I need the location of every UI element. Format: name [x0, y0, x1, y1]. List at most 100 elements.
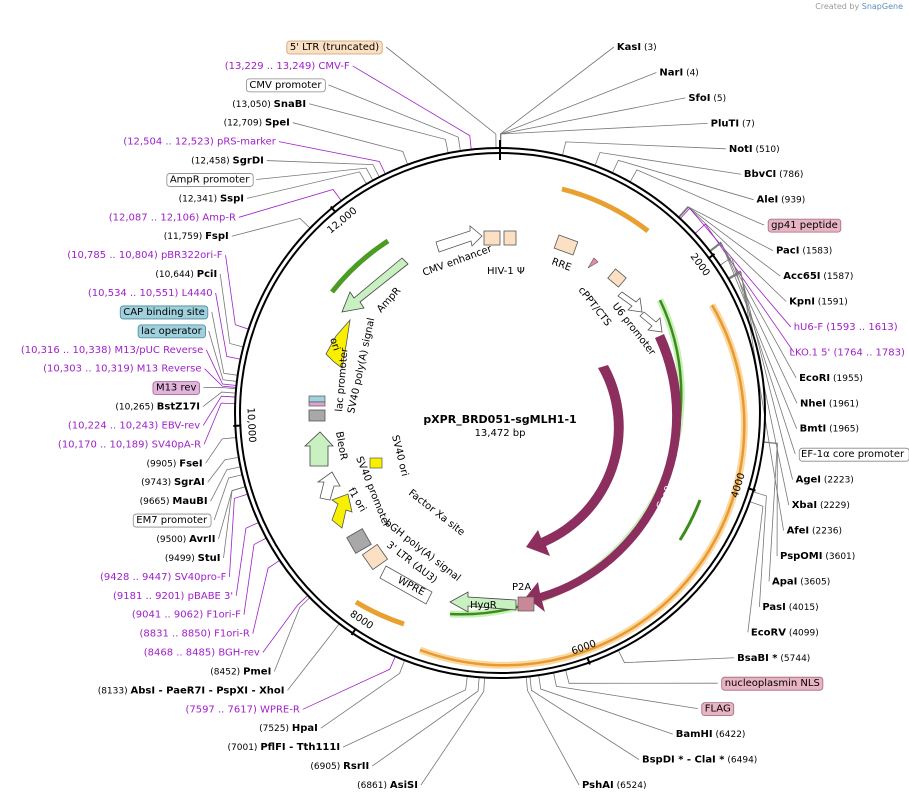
- feature-box: [286, 40, 383, 55]
- label-name: PspOMI: [780, 551, 822, 562]
- label-text: PspOMI (3601): [780, 551, 855, 562]
- label-position: (9500): [156, 535, 186, 545]
- leader-line: [709, 241, 797, 379]
- label-name: NarI: [659, 67, 683, 78]
- label-name: SV40pro-F: [175, 572, 227, 583]
- leader-line: [292, 122, 409, 165]
- u6-promoter-arrow: [617, 291, 643, 313]
- label-text: (13,050) SnaBI: [232, 99, 306, 110]
- label-position: (10,224 .. 10,243): [68, 420, 159, 431]
- leader-line: [709, 242, 798, 404]
- feature-name: EM7 promoter: [136, 515, 208, 526]
- leader-line: [205, 437, 237, 464]
- leader-line: [210, 466, 241, 502]
- label-text: ApaI (3605): [772, 576, 830, 587]
- feature-name: 5' LTR (truncated): [290, 42, 379, 53]
- label-name: AleI: [757, 195, 779, 206]
- label-name: FseI: [179, 458, 202, 469]
- label-text: PacI (1583): [776, 246, 832, 257]
- primer-label: (10,785 .. 10,804) pBR322ori-F: [67, 250, 223, 261]
- ltr3-block: [361, 543, 389, 571]
- label-position: (8452): [210, 667, 240, 677]
- label-position: (2223): [824, 476, 854, 486]
- label-position: (1764 .. 1783): [833, 347, 905, 358]
- label-text: NheI (1961): [800, 398, 859, 409]
- label-position: (5744): [780, 654, 810, 664]
- leader-line: [678, 206, 774, 251]
- label-text: (12,087 .. 12,106) Amp-R: [109, 212, 236, 223]
- restriction-site-label: PshAI (6524): [582, 780, 647, 791]
- restriction-site-label: PluTI (7): [711, 118, 755, 129]
- restriction-site-label: (8133) AbsI - PaeR7I - PspXI - XhoI: [98, 685, 285, 696]
- leader-line: [215, 292, 241, 360]
- leader-line: [612, 159, 754, 201]
- label-position: (10,644): [155, 270, 194, 280]
- label-text: EcoRI (1955): [799, 373, 863, 384]
- label-name: M13 Reverse: [137, 364, 202, 375]
- label-name: Amp-R: [202, 212, 236, 223]
- restriction-site-label: NotI (510): [729, 144, 780, 155]
- rre-block: [553, 234, 579, 256]
- restriction-site-label: Acc65I (1587): [783, 271, 853, 282]
- leader-line: [202, 391, 236, 407]
- feature-name: nucleoplasmin NLS: [725, 678, 820, 689]
- label-position: (1965): [829, 425, 859, 435]
- label-position: (10,534 .. 10,551): [88, 288, 179, 299]
- feature-box: [798, 447, 909, 462]
- leader-line: [420, 677, 485, 786]
- ef1a-promoter-arrow: [639, 311, 663, 333]
- leader-line: [763, 441, 778, 556]
- leader-line: [320, 660, 406, 729]
- ori-arrow: [325, 318, 351, 369]
- cas9-inner-arrow: [526, 365, 624, 556]
- restriction-site-label: PacI (1583): [776, 246, 832, 257]
- feature-label: EM7 promoter: [132, 513, 212, 528]
- restriction-site-label: (12,458) SgrDI: [191, 156, 264, 167]
- restriction-site-label: NarI (4): [659, 67, 698, 78]
- label-text: XbaI (2229): [792, 500, 850, 511]
- leader-line: [525, 676, 580, 786]
- leader-line: [565, 669, 718, 684]
- leader-line: [752, 491, 767, 607]
- tick-label: 10,000: [244, 407, 257, 442]
- label-text: (6861) AsiSI: [357, 780, 418, 791]
- label-position: (3): [644, 43, 657, 53]
- leader-line: [594, 152, 741, 175]
- label-name: pBABE 3': [188, 591, 234, 602]
- label-position: (1955): [833, 374, 863, 384]
- label-position: (1583): [802, 247, 832, 257]
- label-position: (6861): [357, 781, 387, 791]
- label-text: BspDI * - ClaI * (6494): [642, 755, 757, 766]
- restriction-site-label: XbaI (2229): [792, 500, 850, 511]
- label-position: (12,341): [179, 194, 218, 204]
- label-name: EcoRV: [751, 627, 786, 638]
- leader-line: [246, 171, 367, 199]
- label-name: L4440: [182, 288, 213, 299]
- restriction-site-label: BmtI (1965): [800, 424, 859, 435]
- leader-line: [679, 207, 792, 328]
- cmv-enhancer-arrow: [435, 225, 483, 253]
- feature-label: lac operator: [137, 324, 206, 339]
- label-name: BspDI * - ClaI *: [642, 755, 725, 766]
- ppt-marker: [587, 257, 599, 269]
- label-position: (11,759): [164, 232, 203, 242]
- restriction-site-label: (13,050) SnaBI: [232, 99, 306, 110]
- feature-label: CMV promoter: [246, 78, 326, 93]
- label-position: (1961): [829, 399, 859, 409]
- label-name: HpaI: [292, 723, 318, 734]
- label-text: (9428 .. 9447) SV40pro-F: [100, 572, 227, 583]
- label-name: AgeI: [796, 475, 821, 486]
- primer-label: (12,087 .. 12,106) Amp-R: [109, 212, 236, 223]
- label-p2a: P2A: [512, 582, 531, 593]
- label-text: (9041 .. 9062) F1ori-F: [132, 610, 241, 621]
- restriction-site-label: (6861) AsiSI: [357, 780, 418, 791]
- lac-operator-block: [308, 395, 326, 403]
- leader-line: [553, 672, 698, 710]
- label-position: (9665): [140, 497, 170, 507]
- label-text: (11,759) FspI: [164, 231, 229, 242]
- primer-label: (9181 .. 9201) pBABE 3': [113, 591, 233, 602]
- leader-line: [302, 656, 396, 710]
- cppt-block: [607, 268, 627, 288]
- label-name: PasI: [762, 602, 785, 613]
- label-text: (8468 .. 8485) BGH-rev: [144, 648, 260, 659]
